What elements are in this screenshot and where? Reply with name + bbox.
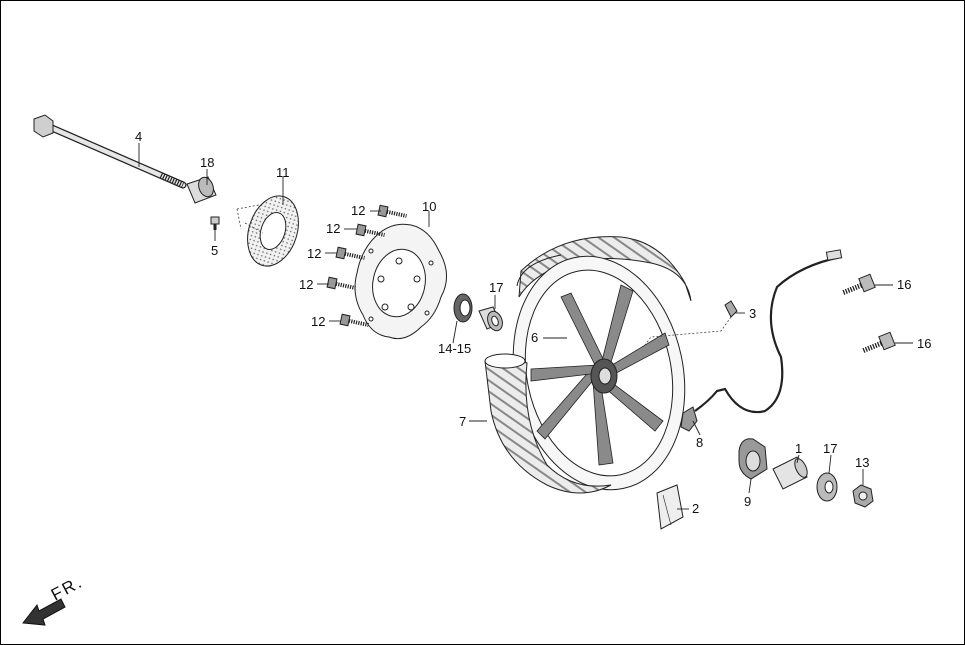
callout-12-e: 12 xyxy=(311,314,325,329)
callout-12-d: 12 xyxy=(299,277,313,292)
callout-12-c: 12 xyxy=(307,246,321,261)
wheel-rim xyxy=(512,236,692,491)
oil-seal xyxy=(453,293,473,323)
callout-16-a: 16 xyxy=(897,277,911,292)
callout-labels: 4 18 5 11 10 12 12 12 12 12 17 14-15 6 7… xyxy=(135,129,931,516)
axle-collar xyxy=(186,176,217,204)
speed-sensor-cable xyxy=(680,249,843,432)
front-direction-arrow: FR. xyxy=(22,572,86,626)
callout-13: 13 xyxy=(855,455,869,470)
caliper-bolts xyxy=(841,273,896,354)
callout-11: 11 xyxy=(276,165,290,180)
bearing-left xyxy=(478,306,503,332)
sensor-ring xyxy=(236,195,299,267)
callout-8: 8 xyxy=(696,435,703,450)
callout-2: 2 xyxy=(692,501,699,516)
callout-9: 9 xyxy=(744,494,751,509)
callout-5: 5 xyxy=(211,243,218,258)
front-direction-label: FR. xyxy=(48,572,86,604)
callout-17-a: 17 xyxy=(489,280,503,295)
callout-7: 7 xyxy=(459,414,466,429)
callout-6: 6 xyxy=(531,330,538,345)
side-collar xyxy=(738,438,768,480)
callout-17-b: 17 xyxy=(823,441,837,456)
bearing-right xyxy=(816,472,838,502)
axle-nut xyxy=(852,484,874,508)
callout-14-15: 14-15 xyxy=(438,341,471,356)
callout-10: 10 xyxy=(422,199,436,214)
tyre xyxy=(484,353,612,494)
spacer-tube xyxy=(772,456,808,490)
valve-stem xyxy=(644,300,738,346)
callout-1: 1 xyxy=(795,441,802,456)
brake-disc xyxy=(354,223,447,340)
small-bolt xyxy=(210,216,220,230)
callout-4: 4 xyxy=(135,129,142,144)
axle-shaft xyxy=(33,114,187,189)
callout-12-a: 12 xyxy=(351,203,365,218)
callout-18: 18 xyxy=(200,155,214,170)
disc-bolts xyxy=(326,204,407,327)
leader-lines xyxy=(138,143,913,510)
balance-weight xyxy=(656,484,684,530)
callout-12-b: 12 xyxy=(326,221,340,236)
callout-3: 3 xyxy=(749,306,756,321)
callout-16-b: 16 xyxy=(917,336,931,351)
